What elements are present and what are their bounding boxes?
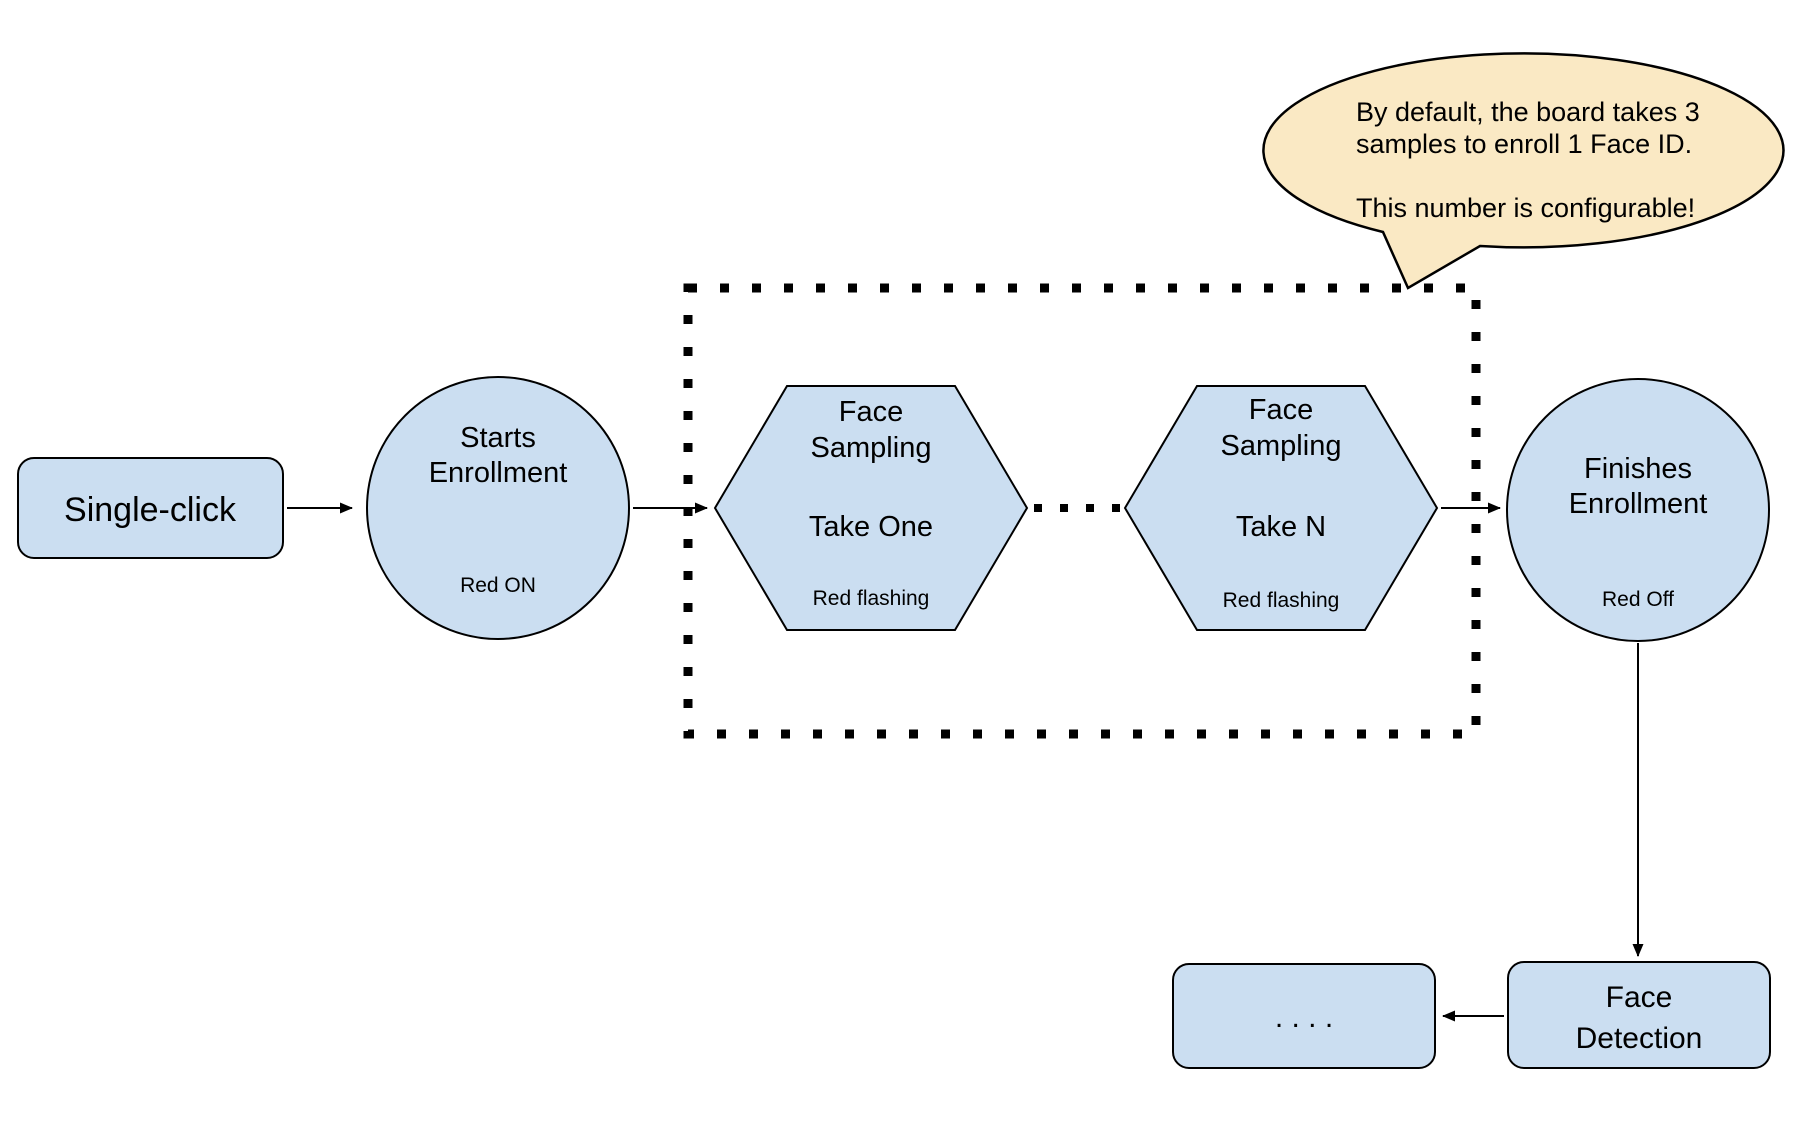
face-sampling-n-step: Take N <box>1236 511 1326 543</box>
face-sampling-n-shape <box>1123 385 1439 631</box>
face-sampling-n-title-line1: Face <box>1249 394 1313 426</box>
continuation-label: . . . . <box>1275 1001 1333 1034</box>
starts-enrollment-status: Red ON <box>460 574 536 597</box>
single-click-node: Single-click <box>17 457 284 559</box>
finishes-enrollment-node: Finishes Enrollment Red Off <box>1506 378 1770 642</box>
face-sampling-one-step: Take One <box>809 511 933 543</box>
starts-enrollment-title-line1: Starts <box>460 422 536 454</box>
finishes-enrollment-shape <box>1506 378 1770 642</box>
sampling-group-dotted-border <box>683 283 1481 739</box>
continuation-node: . . . . <box>1172 963 1436 1069</box>
face-detection-node: Face Detection <box>1507 961 1771 1069</box>
starts-enrollment-title-line2: Enrollment <box>429 457 568 489</box>
callout-line-2: samples to enroll 1 Face ID. <box>1356 129 1692 159</box>
face-sampling-n-title-line2: Sampling <box>1221 430 1342 462</box>
face-sampling-one-title-line1: Face <box>839 396 903 428</box>
callout-line-3: This number is configurable! <box>1356 193 1695 223</box>
face-detection-shape <box>1507 961 1771 1069</box>
starts-enrollment-node: Starts Enrollment Red ON <box>366 376 630 640</box>
face-sampling-n-node: Face Sampling Take N Red flashing <box>1123 385 1439 631</box>
face-sampling-one-shape <box>713 385 1029 631</box>
face-detection-title-line1: Face <box>1606 981 1673 1014</box>
face-sampling-one-node: Face Sampling Take One Red flashing <box>713 385 1029 631</box>
single-click-shape <box>17 457 284 559</box>
face-detection-title-line2: Detection <box>1576 1022 1703 1055</box>
starts-enrollment-shape <box>366 376 630 640</box>
finishes-enrollment-status: Red Off <box>1602 588 1674 611</box>
single-click-label: Single-click <box>64 491 237 529</box>
face-sampling-one-title-line2: Sampling <box>811 432 932 464</box>
callout-bubble: By default, the board takes 3 samples to… <box>1262 52 1785 290</box>
face-sampling-n-status: Red flashing <box>1223 589 1340 612</box>
finishes-enrollment-title-line2: Enrollment <box>1569 488 1708 520</box>
callout-line-1: By default, the board takes 3 <box>1356 97 1700 127</box>
finishes-enrollment-title-line1: Finishes <box>1584 453 1692 485</box>
face-sampling-one-status: Red flashing <box>813 587 930 610</box>
callout-bubble-shape <box>1262 52 1785 290</box>
continuation-shape <box>1172 963 1436 1069</box>
